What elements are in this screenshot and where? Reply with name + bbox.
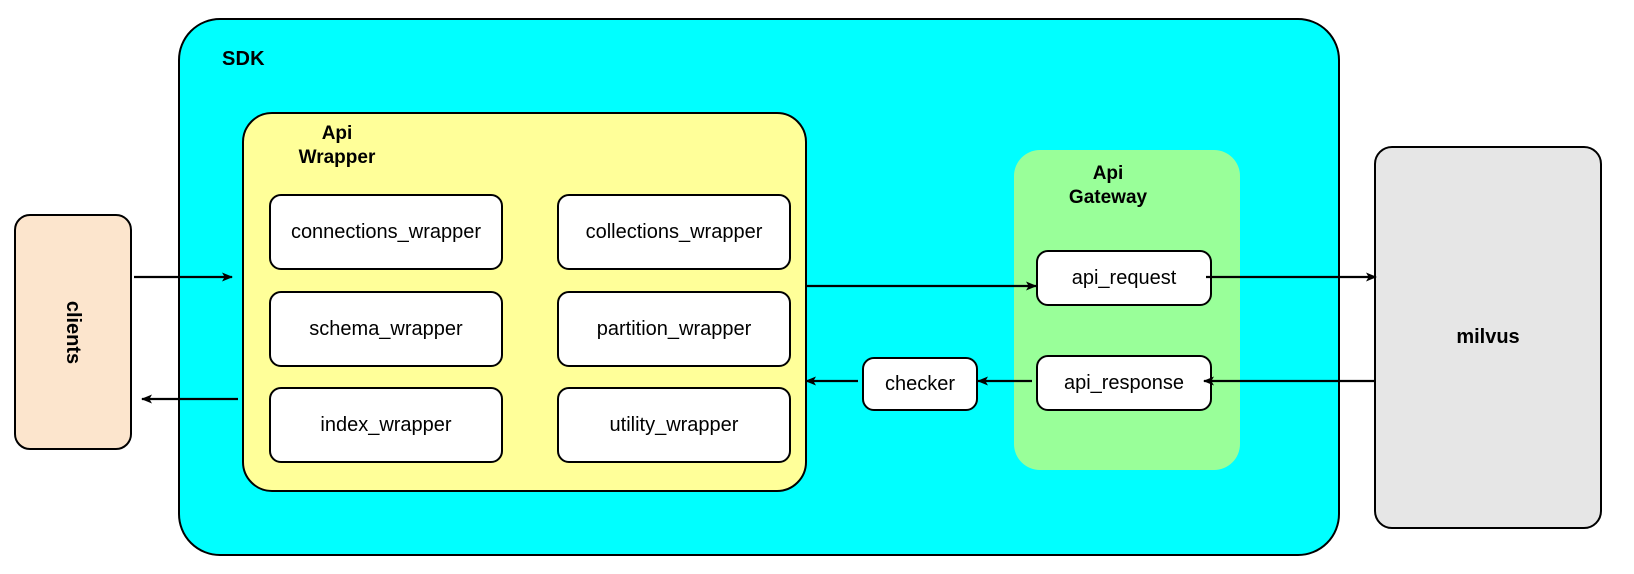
api-wrapper-label: Api Wrapper (252, 122, 422, 171)
api-gateway-label-line1: Api (1092, 163, 1124, 184)
module-api-response[interactable]: api_response (1036, 355, 1212, 411)
module-api-request[interactable]: api_request (1036, 250, 1212, 306)
api-gateway-container[interactable]: Api Gateway api_request api_response (1014, 150, 1240, 470)
module-utility-wrapper[interactable]: utility_wrapper (557, 387, 791, 463)
module-collections-wrapper[interactable]: collections_wrapper (557, 194, 791, 270)
module-partition-wrapper[interactable]: partition_wrapper (557, 291, 791, 367)
module-connections-wrapper[interactable]: connections_wrapper (269, 194, 503, 270)
clients-box[interactable]: clients (14, 214, 132, 450)
checker-box[interactable]: checker (862, 357, 978, 411)
milvus-box[interactable]: milvus (1374, 146, 1602, 529)
api-gateway-label-line2: Gateway (1068, 187, 1148, 209)
api-gateway-label: Api Gateway (1028, 162, 1188, 211)
api-wrapper-container[interactable]: Api Wrapper connections_wrapper collecti… (242, 112, 807, 492)
sdk-label: SDK (222, 48, 265, 70)
module-index-wrapper[interactable]: index_wrapper (269, 387, 503, 463)
api-wrapper-label-line2: Wrapper (298, 147, 376, 169)
sdk-container[interactable]: SDK Api Wrapper connections_wrapper coll… (178, 18, 1340, 556)
api-wrapper-label-line1: Api (321, 123, 353, 144)
module-schema-wrapper[interactable]: schema_wrapper (269, 291, 503, 367)
clients-label: clients (62, 300, 85, 364)
